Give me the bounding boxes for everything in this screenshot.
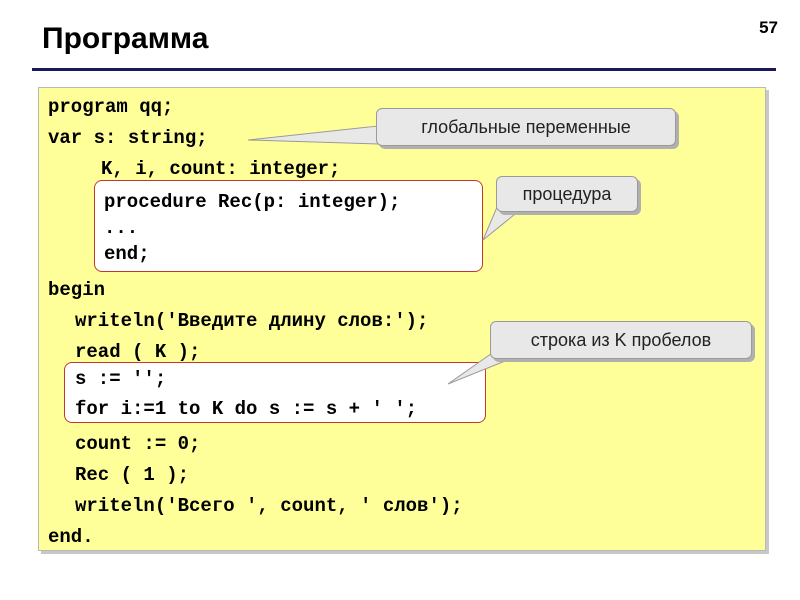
code-line-ellipsis: ... xyxy=(104,217,139,239)
code-line-procedure: procedure Rec(p: integer); xyxy=(104,191,401,213)
code-line-end: end. xyxy=(48,526,94,548)
string-init-highlight-box xyxy=(64,362,486,423)
code-line-read: read ( K ); xyxy=(75,341,201,363)
code-line-s-init: s := ''; xyxy=(75,368,167,390)
code-line-for-loop: for i:=1 to K do s := s + ' '; xyxy=(75,398,418,420)
globals-callout-pointer xyxy=(247,125,379,145)
procedure-callout: процедура xyxy=(496,176,638,212)
code-line-integers: K, i, count: integer; xyxy=(101,158,341,180)
code-line-begin: begin xyxy=(48,279,106,301)
globals-callout: глобальные переменные xyxy=(376,108,676,146)
title-divider xyxy=(32,68,776,71)
code-panel xyxy=(38,87,766,551)
slide-title: Программа xyxy=(42,22,209,55)
code-line-count-init: count := 0; xyxy=(75,433,201,455)
code-line-procedure-end: end; xyxy=(104,243,150,265)
code-line-var: var s: string; xyxy=(48,127,208,149)
code-line-writeln-prompt: writeln('Введите длину слов:'); xyxy=(75,310,429,332)
code-line-writeln-total: writeln('Всего ', count, ' слов'); xyxy=(75,495,463,517)
page-number: 57 xyxy=(759,18,778,37)
code-line-rec-call: Rec ( 1 ); xyxy=(75,464,190,486)
code-line-program: program qq; xyxy=(48,96,174,118)
spaces-callout: строка из K пробелов xyxy=(490,321,752,359)
procedure-highlight-box xyxy=(94,180,483,272)
